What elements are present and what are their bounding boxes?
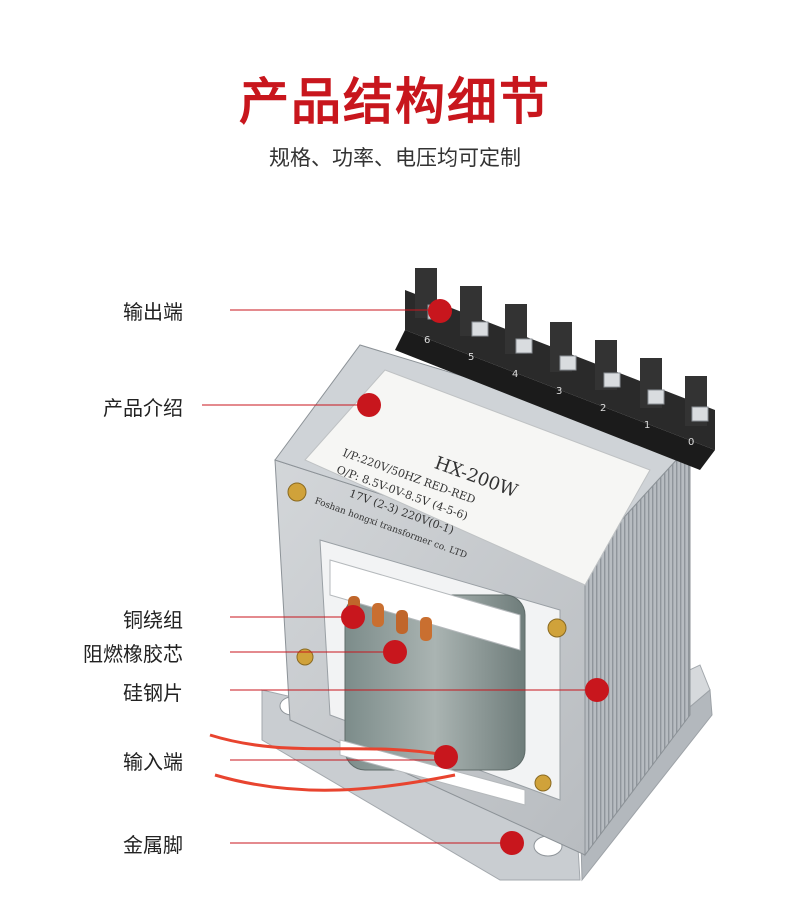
terminal-label: 6 [424, 335, 430, 346]
callout-dot [428, 299, 452, 323]
terminal-label: 0 [688, 437, 694, 448]
terminal-label: 3 [556, 386, 562, 397]
terminal-label: 5 [468, 352, 474, 363]
callout-label-metal-foot: 金属脚 [123, 833, 183, 857]
callout-dot [585, 678, 609, 702]
callout-label-product-info: 产品介绍 [103, 396, 183, 420]
callout-label-copper-winding: 铜绕组 [123, 608, 183, 632]
callout-label-silicon-steel: 硅钢片 [123, 681, 183, 705]
page-subtitle: 规格、功率、电压均可定制 [269, 146, 521, 170]
output-terminal-block: 6 5 4 3 2 1 0 [395, 268, 715, 470]
flame-retardant-bobbin [329, 559, 526, 806]
page-title: 产品结构细节 [239, 73, 551, 131]
callout-dot [434, 745, 458, 769]
terminal-label: 1 [644, 420, 650, 431]
terminal-label: 4 [512, 369, 518, 380]
callout-label-output-terminal: 输出端 [123, 300, 183, 324]
callout-label-bobbin: 阻燃橡胶芯 [83, 642, 183, 666]
callout-dot [500, 831, 524, 855]
terminal-label: 2 [600, 403, 606, 414]
input-wires [209, 733, 456, 792]
mounting-screws [287, 482, 567, 792]
callout-dot [341, 605, 365, 629]
callout-label-input-terminal: 输入端 [123, 750, 183, 774]
callout-dot [357, 393, 381, 417]
callout-dot [383, 640, 407, 664]
